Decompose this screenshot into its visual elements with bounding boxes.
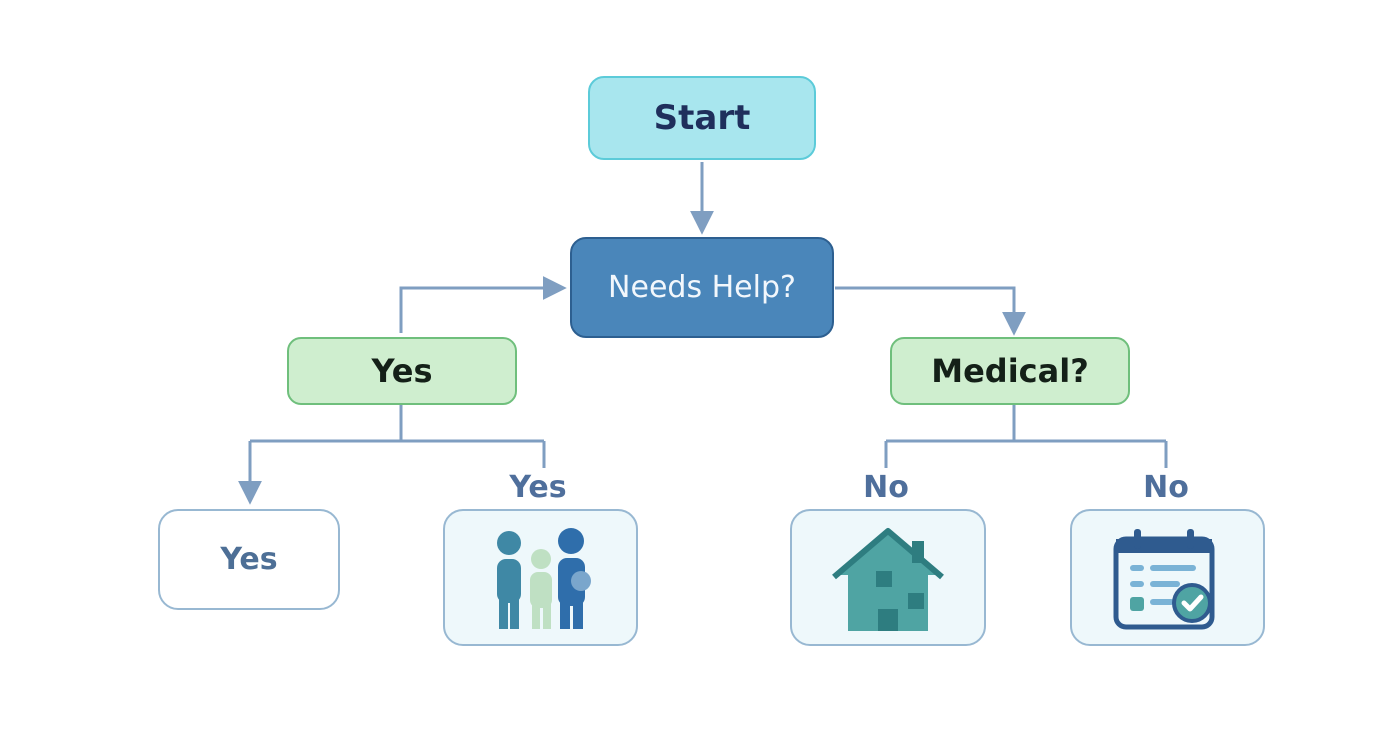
connector-yes-split [250,405,546,468]
calendar-check-icon [1113,528,1214,629]
leaf3-branch-label: No [863,470,909,505]
decision-node-needs-help: Needs Help? [570,237,834,338]
leaf-node-yes: Yes [158,509,340,610]
leaf-node-calendar [1070,509,1265,646]
connector-yes-to-decision [399,276,567,333]
start-label: Start [653,98,751,138]
leaf4-branch-label: No [1143,470,1189,505]
leaf2-branch-label: Yes [509,470,567,505]
leaf-node-home [790,509,986,646]
house-icon [832,527,944,631]
connector-decision-to-medical [835,286,1026,336]
connector-medical-split [884,405,1168,468]
family-icon [496,527,591,629]
branch-yes-label: Yes [371,352,433,390]
start-node: Start [588,76,816,160]
decision-label: Needs Help? [608,270,796,305]
leaf-node-family [443,509,638,646]
leaf1-label: Yes [220,542,278,577]
branch-node-medical: Medical? [890,337,1130,405]
branch-node-yes: Yes [287,337,517,405]
branch-medical-label: Medical? [931,352,1089,390]
